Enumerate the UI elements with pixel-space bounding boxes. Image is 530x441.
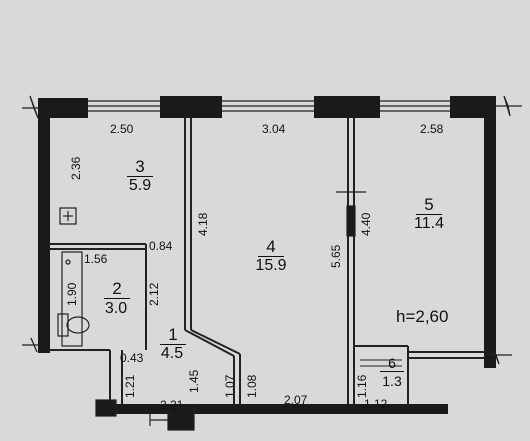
dim-partition-4-18: 4.18 xyxy=(196,212,210,236)
toilet-icon xyxy=(57,313,90,337)
dim-1-16: 1.16 xyxy=(355,374,369,398)
door-marks xyxy=(336,191,366,237)
room-5-area: 11.4 xyxy=(414,215,444,232)
exterior-walls xyxy=(38,96,496,414)
room-6-area: 1.3 xyxy=(382,373,402,389)
dim-room5-4-40: 4.40 xyxy=(359,212,373,236)
bathtub-icon xyxy=(61,251,83,347)
room-3-area: 5.9 xyxy=(128,177,152,194)
room-6-number: 6 xyxy=(380,356,404,372)
room-2-number: 2 xyxy=(104,280,130,299)
dim-room3-width: 2.50 xyxy=(110,122,134,136)
dim-1-56: 1.56 xyxy=(84,252,108,266)
room-3-number: 3 xyxy=(127,158,153,177)
room-5-number: 5 xyxy=(416,196,442,215)
dim-0-84: 0.84 xyxy=(149,239,173,253)
dim-2-12: 2.12 xyxy=(147,282,161,306)
entrance xyxy=(95,399,195,431)
dim-1-21: 1.21 xyxy=(123,374,137,398)
windows xyxy=(88,100,450,112)
break-lines xyxy=(22,95,522,365)
dim-room4-width: 3.04 xyxy=(262,122,286,136)
interior-walls xyxy=(50,118,484,404)
dim-1-12: 1.12 xyxy=(364,397,388,411)
room-1-area: 4.5 xyxy=(160,345,184,362)
room-1-number: 1 xyxy=(160,326,186,345)
dim-1-90: 1.90 xyxy=(65,282,79,306)
dim-room3-depth: 2.36 xyxy=(69,156,83,180)
dim-1-07: 1.07 xyxy=(223,374,237,398)
room-2-area: 3.0 xyxy=(104,300,128,317)
dim-2-07: 2.07 xyxy=(284,393,308,407)
vent-hatch xyxy=(360,359,402,367)
dim-0-43: 0.43 xyxy=(120,351,144,365)
dim-1-45: 1.45 xyxy=(187,369,201,393)
room-4-area: 15.9 xyxy=(255,257,287,274)
ceiling-height: h=2,60 xyxy=(396,307,449,326)
dim-1-08: 1.08 xyxy=(245,374,259,398)
dim-room4-5-65: 5.65 xyxy=(329,244,343,268)
dim-2-21: 2.21 xyxy=(160,398,184,412)
room-4-number: 4 xyxy=(258,238,284,257)
dim-room5-width: 2.58 xyxy=(420,122,444,136)
washbasin-icon xyxy=(59,207,77,225)
